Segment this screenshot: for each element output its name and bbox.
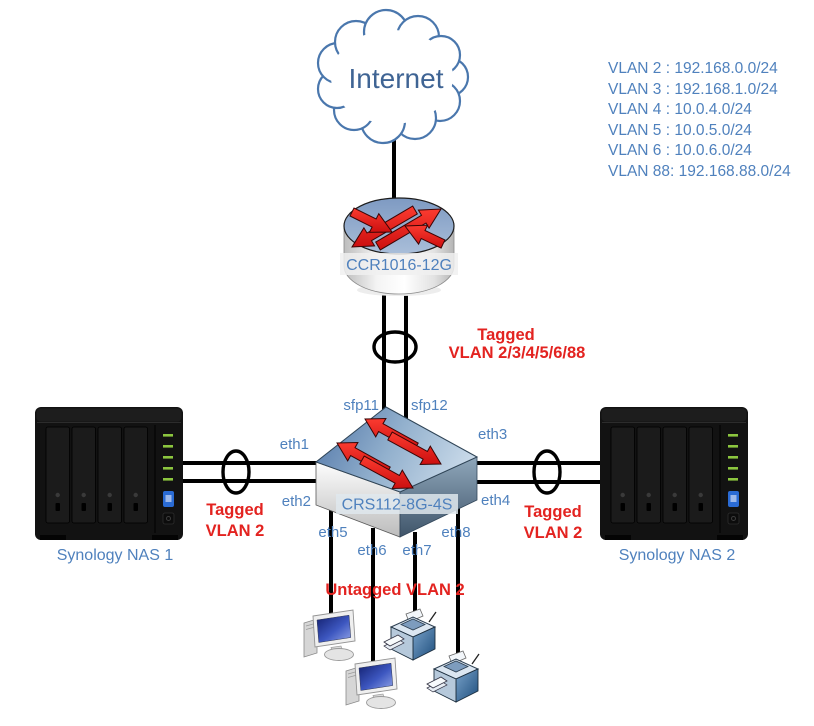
nas1-label: Synology NAS 1 <box>57 547 174 564</box>
port-label-sfp11: sfp11 <box>343 397 379 414</box>
nas2-label: Synology NAS 2 <box>619 547 736 564</box>
router-model-label: CCR1016-12G <box>346 257 452 274</box>
vlan-legend-item: VLAN 88: 192.168.88.0/24 <box>608 163 791 180</box>
port-label-eth7: eth7 <box>402 542 431 559</box>
nas2-device <box>599 406 749 541</box>
vlan-tag-annotations: Tagged VLAN 2/3/4/5/6/88 Tagged VLAN 2 T… <box>206 326 586 599</box>
port-label-eth2: eth2 <box>282 493 311 510</box>
port-label-eth6: eth6 <box>357 542 386 559</box>
computer-icon-2 <box>345 657 398 709</box>
trunk-tag-line1: Tagged <box>477 326 534 344</box>
nas1-tag-line1: Tagged <box>206 501 263 519</box>
lag-oval-nas1 <box>221 449 251 495</box>
port-label-sfp12: sfp12 <box>411 397 448 414</box>
access-untagged-label: Untagged VLAN 2 <box>325 581 464 599</box>
router-arrows <box>349 205 446 251</box>
printer-icon-2 <box>426 650 480 703</box>
lag-oval-nas2 <box>532 449 562 495</box>
port-label-eth3: eth3 <box>478 426 507 443</box>
nas1-tag-line2: VLAN 2 <box>206 522 265 540</box>
vlan-legend-item: VLAN 2 : 192.168.0.0/24 <box>608 60 778 77</box>
vlan-legend-item: VLAN 5 : 10.0.5.0/24 <box>608 122 752 139</box>
trunk-tag-line2: VLAN 2/3/4/5/6/88 <box>449 344 586 362</box>
nas2-tag-line2: VLAN 2 <box>524 524 583 542</box>
port-label-eth8: eth8 <box>441 524 470 541</box>
network-cables <box>178 128 606 661</box>
vlan-legend-item: VLAN 3 : 192.168.1.0/24 <box>608 81 778 98</box>
vlan-legend: VLAN 2 : 192.168.0.0/24 VLAN 3 : 192.168… <box>608 60 791 180</box>
internet-label: Internet <box>349 63 444 94</box>
switch-model-label: CRS112-8G-4S <box>342 497 453 514</box>
internet-cloud: Internet <box>316 8 470 145</box>
printer-icon-1 <box>383 608 437 661</box>
vlan-legend-item: VLAN 6 : 10.0.6.0/24 <box>608 142 752 159</box>
switch-icon: CRS112-8G-4S <box>314 406 479 538</box>
nas2-tag-line1: Tagged <box>524 503 581 521</box>
port-label-eth4: eth4 <box>481 492 510 509</box>
vlan-legend-item: VLAN 4 : 10.0.4.0/24 <box>608 101 752 118</box>
computer-icon-1 <box>303 609 356 661</box>
nas1-device <box>34 406 184 541</box>
router-icon: CCR1016-12G <box>340 197 458 296</box>
port-label-eth1: eth1 <box>280 436 309 453</box>
lag-oval-trunk <box>372 330 418 364</box>
switch-arrows <box>336 417 442 490</box>
switch-port-labels: sfp11 sfp12 eth1 eth2 eth3 eth4 eth5 eth… <box>280 397 510 559</box>
port-label-eth5: eth5 <box>318 524 347 541</box>
